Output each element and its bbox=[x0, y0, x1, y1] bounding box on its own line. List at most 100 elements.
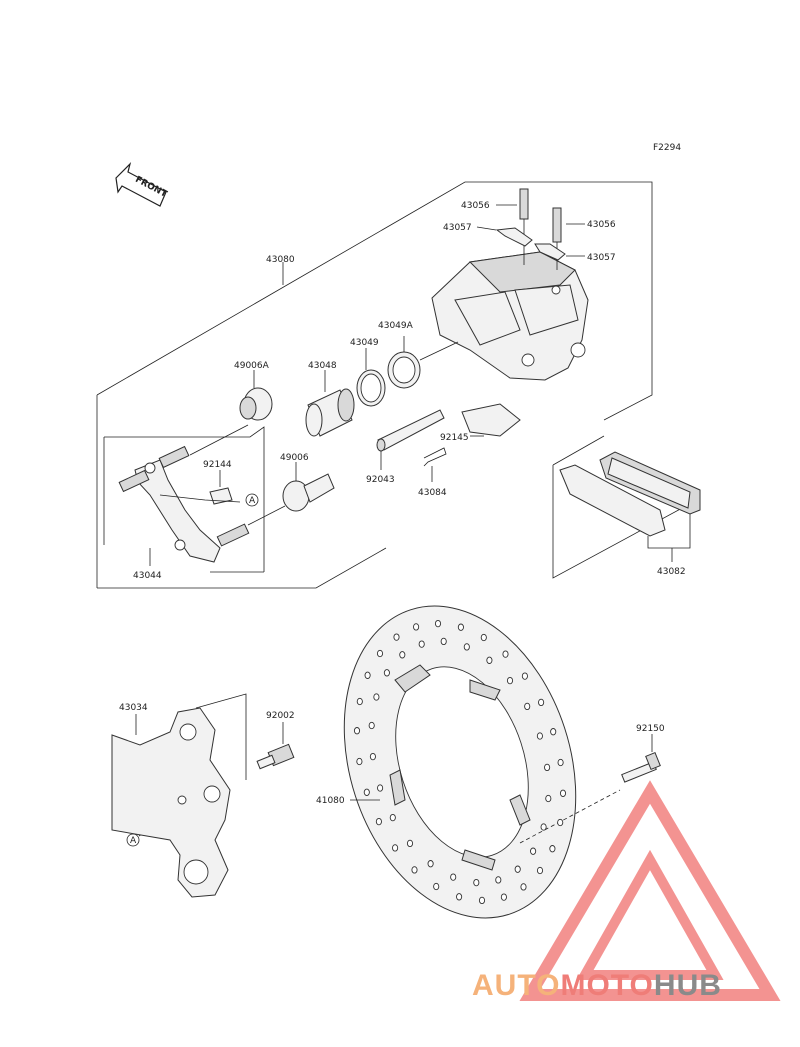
disc-drill-hole bbox=[383, 669, 390, 677]
callout-a-upper: A bbox=[245, 493, 259, 507]
caliper-holder bbox=[118, 424, 286, 566]
disc-drill-hole bbox=[495, 876, 502, 884]
disc-drill-hole bbox=[434, 619, 442, 628]
front-arrow-icon: FRONT bbox=[115, 162, 169, 207]
disc-drill-hole bbox=[375, 817, 382, 826]
disc-drill-hole bbox=[356, 757, 363, 766]
label-spring: 92144 bbox=[203, 460, 232, 470]
disc-drill-hole bbox=[550, 728, 557, 736]
disc-drill-hole bbox=[392, 844, 399, 852]
disc-drill-hole bbox=[406, 839, 414, 848]
disc-drill-hole bbox=[486, 656, 493, 664]
label-bleed-cap-right: 43057 bbox=[587, 253, 616, 263]
piston-seal bbox=[356, 348, 386, 407]
disc-drill-hole bbox=[540, 823, 547, 831]
disc-drill-hole bbox=[450, 873, 457, 881]
disc-drill-hole bbox=[557, 818, 564, 827]
dust-seal bbox=[387, 336, 459, 389]
disc-drill-hole bbox=[506, 676, 514, 685]
disc-drill-hole bbox=[549, 845, 556, 853]
disc-drill-hole bbox=[418, 640, 425, 648]
disc-drill-hole bbox=[393, 633, 400, 641]
watermark-triangle-icon bbox=[519, 780, 781, 1001]
watermark-hub: HUB bbox=[654, 969, 722, 1002]
disc-drill-hole bbox=[520, 883, 527, 891]
label-boot: 49006 bbox=[280, 453, 309, 463]
disc-drill-hole bbox=[544, 763, 551, 772]
disc-drill-hole bbox=[463, 643, 470, 651]
disc-drill-hole bbox=[514, 865, 521, 873]
label-clip: 43084 bbox=[418, 488, 447, 498]
disc-drill-hole bbox=[364, 671, 371, 679]
disc-bolt bbox=[621, 734, 661, 783]
svg-text:A: A bbox=[130, 836, 137, 846]
disc-drill-hole bbox=[440, 637, 447, 646]
svg-text:A: A bbox=[249, 496, 256, 506]
disc-drill-hole bbox=[536, 866, 544, 875]
disc-drill-hole bbox=[536, 732, 543, 740]
disc-bolts bbox=[353, 619, 567, 905]
disc-drill-hole bbox=[413, 623, 420, 631]
label-bolt: 92002 bbox=[266, 711, 295, 721]
disc-drill-hole bbox=[502, 650, 509, 658]
label-dust-seal: 43049A bbox=[378, 321, 414, 331]
disc-drill-hole bbox=[530, 847, 537, 855]
piston bbox=[305, 370, 355, 437]
boot-a bbox=[239, 370, 273, 421]
brake-disc bbox=[343, 605, 621, 919]
disc-drill-hole bbox=[500, 893, 507, 901]
boot bbox=[282, 462, 335, 512]
label-boot-a: 49006A bbox=[234, 361, 270, 371]
disc-drill-hole bbox=[377, 784, 384, 792]
pad-spring bbox=[461, 403, 521, 437]
label-caliper-holder: 43044 bbox=[133, 571, 162, 581]
bleed-valve-left bbox=[496, 188, 529, 265]
disc-drill-hole bbox=[369, 752, 376, 761]
disc-drill-hole bbox=[376, 649, 384, 658]
disc-drill-hole bbox=[373, 693, 380, 701]
disc-drill-hole bbox=[363, 788, 370, 796]
caliper-body bbox=[431, 251, 589, 381]
label-brake-disc: 41080 bbox=[316, 796, 345, 806]
disc-drill-hole bbox=[457, 623, 464, 631]
label-torque-link: 43034 bbox=[119, 703, 148, 713]
disc-drill-hole bbox=[480, 633, 487, 642]
disc-drill-hole bbox=[521, 672, 528, 680]
label-pad-spring: 92145 bbox=[440, 433, 469, 443]
disc-drill-hole bbox=[456, 893, 463, 901]
holder-box-outline bbox=[103, 426, 265, 573]
watermark-moto: MOTO bbox=[560, 969, 653, 1002]
bleed-cap-right bbox=[534, 243, 585, 261]
holder-spring bbox=[159, 470, 241, 505]
label-pad-set: 43082 bbox=[657, 567, 686, 577]
figure-id: F2294 bbox=[653, 143, 681, 153]
label-pin: 92043 bbox=[366, 475, 395, 485]
svg-text:AUTOMOTOHUB: AUTOMOTOHUB bbox=[472, 969, 722, 1002]
pad-set bbox=[559, 451, 701, 562]
disc-drill-hole bbox=[353, 727, 361, 735]
bleed-valve-right bbox=[552, 207, 585, 270]
torque-bolt bbox=[256, 722, 295, 770]
disc-drill-hole bbox=[473, 878, 480, 887]
disc-drill-hole bbox=[524, 702, 531, 711]
disc-drill-hole bbox=[356, 697, 363, 706]
label-bleed-valve-left: 43056 bbox=[461, 201, 490, 211]
label-bleed-valve-right: 43056 bbox=[587, 220, 616, 230]
disc-drill-hole bbox=[427, 860, 434, 868]
clip bbox=[423, 447, 447, 482]
disc-drill-hole bbox=[538, 698, 545, 707]
disc-drill-hole bbox=[433, 882, 440, 891]
watermark-auto: AUTO bbox=[472, 969, 560, 1002]
automotohub-watermark: AUTOMOTOHUB bbox=[472, 780, 781, 1002]
pin bbox=[376, 409, 445, 470]
label-piston: 43048 bbox=[308, 361, 337, 371]
disc-drill-hole bbox=[389, 813, 396, 822]
disc-drill-hole bbox=[368, 721, 375, 730]
label-bleed-cap-left: 43057 bbox=[443, 223, 472, 233]
disc-drill-hole bbox=[545, 794, 552, 803]
disc-drill-hole bbox=[559, 789, 567, 797]
torque-link bbox=[111, 693, 247, 898]
label-disc-bolt: 92150 bbox=[636, 724, 665, 734]
